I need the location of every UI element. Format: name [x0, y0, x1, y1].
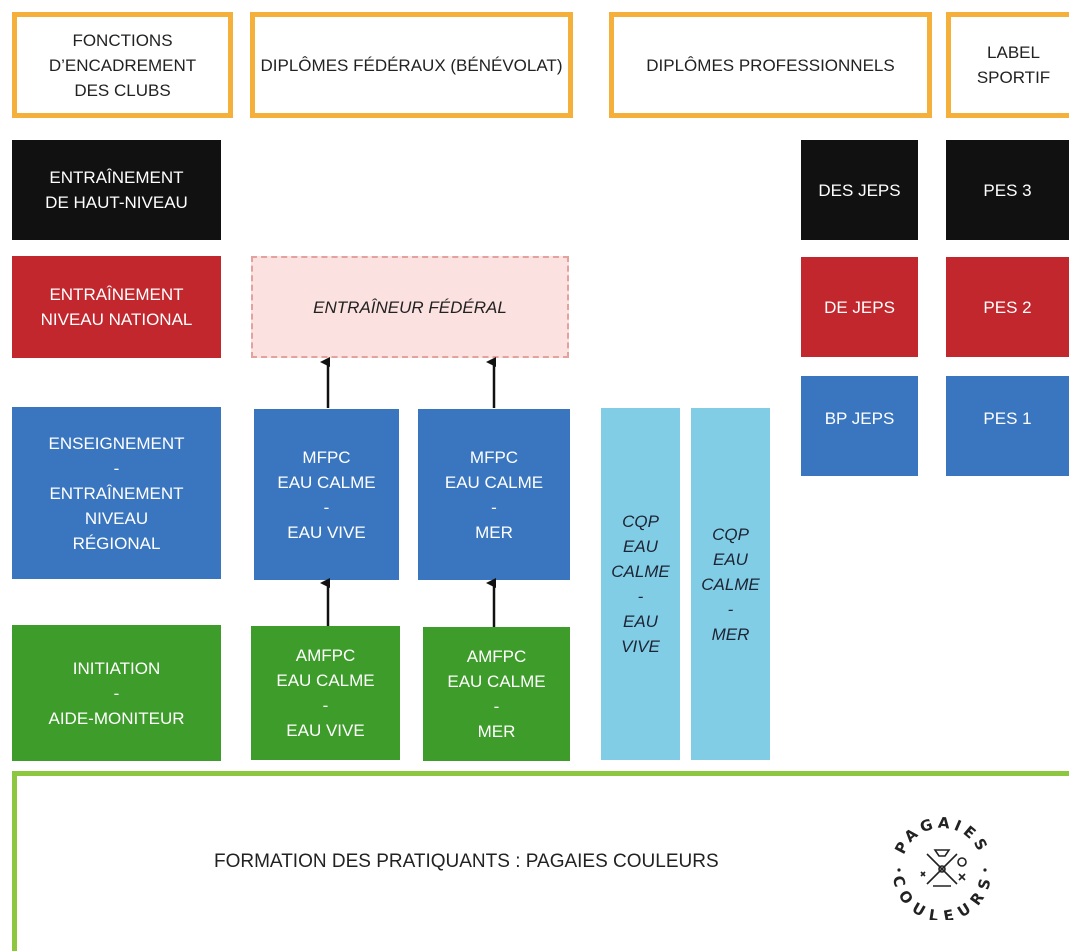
text-line: CQP — [712, 524, 749, 544]
mfpc-mer-box: MFPC EAU CALME - MER — [418, 409, 570, 580]
level-regional: ENSEIGNEMENT - ENTRAÎNEMENT NIVEAU RÉGIONAL — [12, 407, 221, 579]
amfpc-eau-vive-box: AMFPC EAU CALME - EAU VIVE — [251, 626, 400, 760]
header-fonctions-encadrement: FONCTIONS D’ENCADREMENT DES CLUBS — [12, 12, 233, 118]
text-line: PES 2 — [983, 297, 1032, 317]
text-line: SPORTIF — [976, 68, 1051, 87]
text-line: ENTRAÎNEMENT — [49, 483, 184, 503]
text-line: AIDE-MONITEUR — [48, 708, 185, 728]
text-line: ENTRAÎNEMENT — [49, 285, 184, 304]
text-line: PES 1 — [983, 409, 1032, 428]
text-line: DIPLÔMES FÉDÉRAUX (BÉNÉVOLAT) — [260, 55, 563, 75]
text-line: DIPLÔMES PROFESSIONNELS — [646, 55, 895, 75]
footer-pagaies-couleurs: FORMATION DES PRATIQUANTS : PAGAIES COUL… — [12, 771, 1069, 951]
text-line: DE JEPS — [824, 297, 895, 317]
text-line: PES 3 — [983, 180, 1032, 200]
text-line: CALME — [701, 574, 760, 594]
text-line: EAU VIVE — [287, 522, 366, 542]
text-line: MER — [475, 522, 513, 542]
text-line: NIVEAU NATIONAL — [40, 310, 193, 329]
bp-jeps-box: BP JEPS — [801, 376, 918, 476]
header-diplomes-professionnels: DIPLÔMES PROFESSIONNELS — [609, 12, 932, 118]
text-line: - — [322, 696, 329, 715]
text-line: INITIATION — [72, 658, 161, 678]
text-line: EAU — [623, 537, 658, 556]
text-line: EAU — [623, 612, 658, 631]
amfpc-mer-box: AMFPC EAU CALME - MER — [423, 627, 570, 761]
header-label-sportif: LABEL SPORTIF — [946, 12, 1069, 118]
text-line: AMFPC — [466, 647, 527, 666]
text-line: - — [493, 697, 500, 716]
text-line: - — [637, 587, 644, 606]
text-line: DES JEPS — [818, 180, 901, 200]
pes1-box: PES 1 — [946, 376, 1069, 476]
text-line: NIVEAU — [84, 508, 149, 528]
text-line: LABEL — [987, 43, 1040, 62]
text-line: EAU CALME — [277, 472, 376, 492]
text-line: D’ENCADREMENT — [48, 55, 197, 75]
text-line: DE HAUT-NIVEAU — [45, 193, 188, 212]
svg-text:COULEURS: COULEURS — [889, 874, 996, 920]
text-line: RÉGIONAL — [72, 533, 161, 553]
pes3-box: PES 3 — [946, 140, 1069, 240]
footer-text: FORMATION DES PRATIQUANTS : PAGAIES COUL… — [214, 851, 719, 872]
text-line: DES CLUBS — [74, 80, 171, 100]
level-national: ENTRAÎNEMENT NIVEAU NATIONAL — [12, 256, 221, 358]
text-line: CQP — [622, 512, 659, 531]
text-line: AMFPC — [295, 646, 356, 665]
text-line: VIVE — [621, 637, 660, 656]
text-line: - — [323, 497, 330, 517]
text-line: EAU VIVE — [286, 721, 365, 740]
cqp-eau-vive-box: CQP EAU CALME - EAU VIVE — [601, 408, 680, 760]
text-line: CALME — [611, 562, 670, 581]
de-jeps-box: DE JEPS — [801, 257, 918, 357]
level-haut-niveau: ENTRAÎNEMENT DE HAUT-NIVEAU — [12, 140, 221, 240]
text-line: MER — [711, 624, 750, 644]
text-line: - — [491, 497, 497, 517]
mfpc-eau-vive-box: MFPC EAU CALME - EAU VIVE — [254, 409, 399, 580]
level-initiation: INITIATION - AIDE-MONITEUR — [12, 625, 221, 761]
text-line: ENSEIGNEMENT — [48, 433, 185, 453]
text-line: EAU CALME — [276, 671, 375, 690]
text-line: - — [113, 683, 120, 703]
cqp-mer-box: CQP EAU CALME - MER — [691, 408, 770, 760]
text-line: - — [113, 458, 120, 478]
text-line: ENTRAÎNEMENT — [49, 168, 184, 187]
pes2-box: PES 2 — [946, 257, 1069, 357]
text-line: EAU CALME — [444, 472, 544, 492]
text-line: ENTRAÎNEUR FÉDÉRAL — [313, 297, 507, 317]
text-line: EAU — [713, 549, 748, 569]
text-line: FONCTIONS — [72, 30, 173, 50]
text-line: BP JEPS — [824, 409, 895, 428]
text-line: MER — [477, 722, 516, 741]
text-line: EAU CALME — [447, 672, 546, 691]
pagaies-couleurs-logo: PAGAIES COULEURS — [889, 814, 996, 920]
entraineur-federal-box: ENTRAÎNEUR FÉDÉRAL — [251, 256, 569, 358]
text-line: MFPC — [469, 447, 519, 467]
header-diplomes-federaux: DIPLÔMES FÉDÉRAUX (BÉNÉVOLAT) — [250, 12, 573, 118]
text-line: MFPC — [302, 447, 351, 467]
text-line: - — [727, 599, 734, 619]
des-jeps-box: DES JEPS — [801, 140, 918, 240]
